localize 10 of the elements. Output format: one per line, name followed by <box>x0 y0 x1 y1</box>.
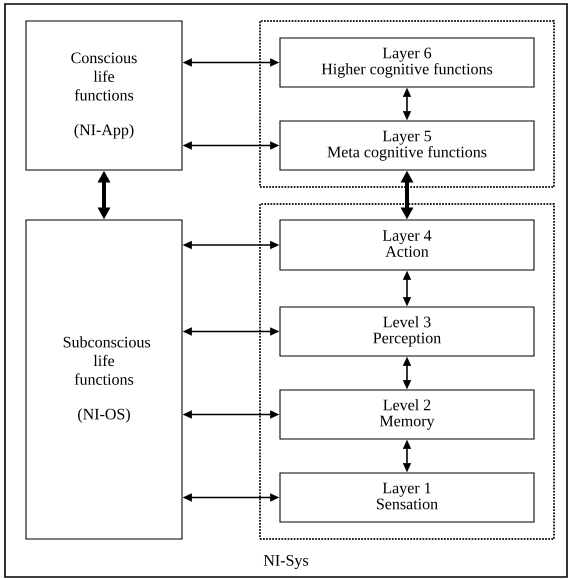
group-frame <box>259 203 555 540</box>
function-box: Subconscious life functions (NI-OS) <box>25 219 183 540</box>
group-frame <box>259 20 555 188</box>
layer-box: Layer 5 Meta cognitive functions <box>279 120 535 171</box>
layer-box: Layer 4 Action <box>279 219 535 271</box>
layer-box: Level 2 Memory <box>279 389 535 440</box>
layer-box: Level 3 Perception <box>279 306 535 357</box>
layer-box: Layer 1 Sensation <box>279 472 535 523</box>
layer-box: Layer 6 Higher cognitive functions <box>279 37 535 88</box>
function-box: Conscious life functions (NI-App) <box>25 20 183 171</box>
